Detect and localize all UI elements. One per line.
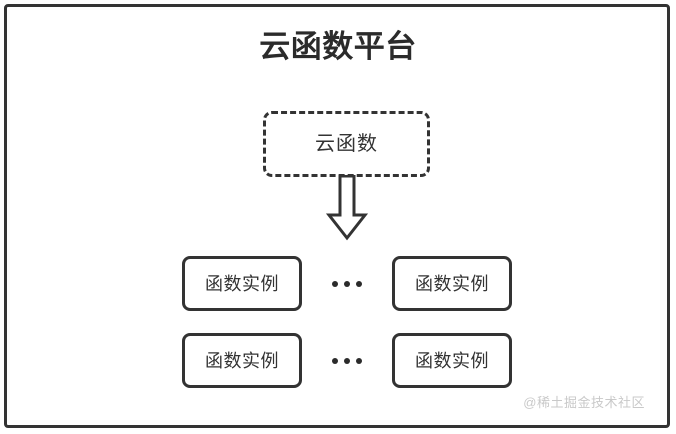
- ellipsis-dot: [356, 357, 362, 364]
- cloud-function-label: 云函数: [315, 133, 378, 155]
- function-instance-box: 函数实例: [392, 256, 512, 311]
- function-instance-box: 函数实例: [182, 333, 302, 388]
- function-instance-box: 函数实例: [392, 333, 512, 388]
- arrow-down-icon: [325, 174, 369, 241]
- function-instance-label: 函数实例: [205, 273, 279, 294]
- ellipsis-dots: [302, 333, 392, 388]
- platform-frame: 云函数 函数实例 函数实例 函数实例: [4, 4, 670, 428]
- function-instance-label: 函数实例: [205, 350, 279, 371]
- ellipsis-dot: [332, 357, 338, 364]
- ellipsis-dot: [356, 280, 362, 287]
- page-title: 云函数平台: [259, 29, 417, 64]
- ellipsis-dot: [344, 280, 350, 287]
- function-instance-label: 函数实例: [415, 273, 489, 294]
- function-instance-box: 函数实例: [182, 256, 302, 311]
- ellipsis-dot: [332, 280, 338, 287]
- ellipsis-dot: [344, 357, 350, 364]
- instance-row: 函数实例 函数实例: [182, 333, 512, 388]
- watermark: @稀土掘金技术社区: [523, 395, 645, 410]
- ellipsis-dots: [302, 256, 392, 311]
- cloud-function-node: 云函数: [263, 111, 430, 177]
- function-instance-label: 函数实例: [415, 350, 489, 371]
- instance-row: 函数实例 函数实例: [182, 256, 512, 311]
